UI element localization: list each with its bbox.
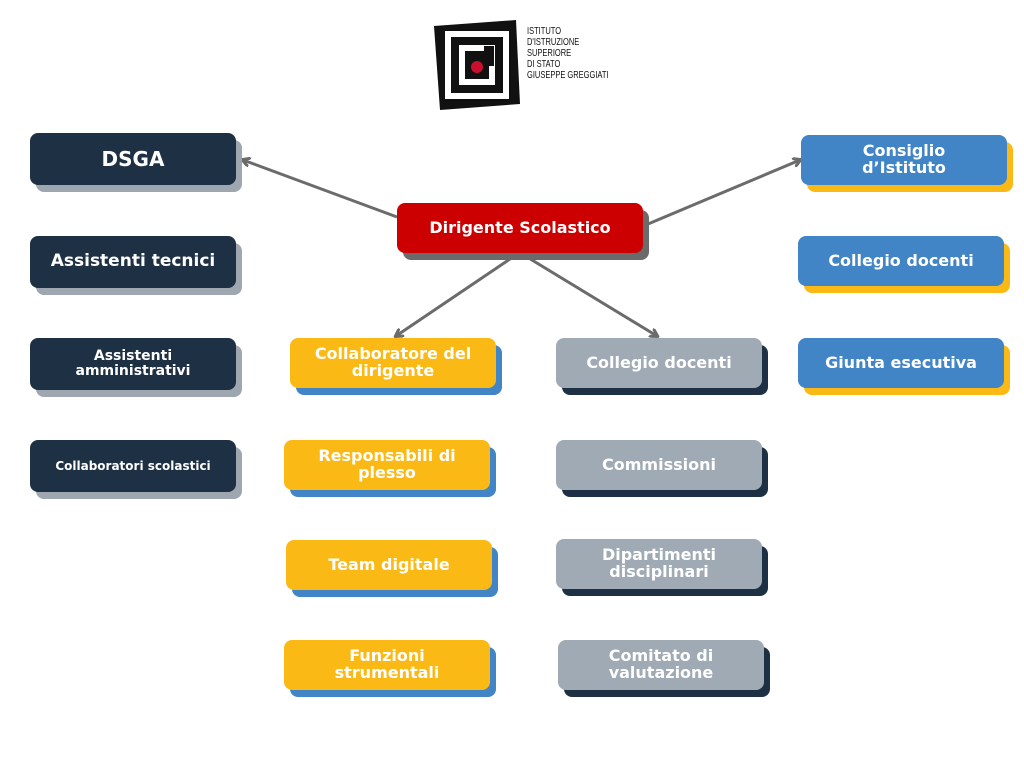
node-giunta-esecutiva: Giunta esecutiva xyxy=(798,338,1010,395)
node-label: DSGA xyxy=(30,133,236,185)
logo-line: GIUSEPPE GREGGIATI xyxy=(527,70,609,81)
node-label: Collaboratori scolastici xyxy=(30,440,236,492)
logo-text: ISTITUTO D'ISTRUZIONE SUPERIORE DI STATO… xyxy=(527,26,609,81)
node-label: Consiglio d’Istituto xyxy=(801,135,1007,185)
node-commissioni: Commissioni xyxy=(556,440,768,497)
node-assistenti-tecnici: Assistenti tecnici xyxy=(30,236,242,295)
node-collaboratori-scolastici: Collaboratori scolastici xyxy=(30,440,242,499)
node-collaboratore-del-dirigente: Collaboratore del dirigente xyxy=(290,338,502,395)
node-label: Comitato di valutazione xyxy=(558,640,764,690)
node-label: Team digitale xyxy=(286,540,492,590)
logo-line: D'ISTRUZIONE xyxy=(527,37,580,48)
node-dipartimenti-disciplinari: Dipartimenti disciplinari xyxy=(556,539,768,596)
node-funzioni-strumentali: Funzioni strumentali xyxy=(284,640,496,697)
node-label: Dipartimenti disciplinari xyxy=(556,539,762,589)
node-comitato-di-valutazione: Comitato di valutazione xyxy=(558,640,770,697)
node-label: Assistenti tecnici xyxy=(30,236,236,288)
node-label: Collaboratore del dirigente xyxy=(290,338,496,388)
node-label: Responsabili di plesso xyxy=(284,440,490,490)
node-consiglio-di-istituto: Consiglio d’Istituto xyxy=(801,135,1013,192)
greggiati-logo-icon xyxy=(434,20,520,110)
node-label: Funzioni strumentali xyxy=(284,640,490,690)
node-label: Assistenti amministrativi xyxy=(30,338,236,390)
arrow-to-dsga xyxy=(243,160,398,219)
school-logo: ISTITUTO D'ISTRUZIONE SUPERIORE DI STATO… xyxy=(432,18,622,113)
logo-line: DI STATO xyxy=(527,59,561,70)
node-team-digitale: Team digitale xyxy=(286,540,498,597)
node-label: Commissioni xyxy=(556,440,762,490)
node-label: Collegio docenti xyxy=(556,338,762,388)
logo-line: SUPERIORE xyxy=(527,48,572,59)
node-dsga: DSGA xyxy=(30,133,242,192)
logo-line: ISTITUTO xyxy=(527,26,562,37)
node-collegio-docenti-center: Collegio docenti xyxy=(556,338,768,395)
node-label: Giunta esecutiva xyxy=(798,338,1004,388)
node-collegio-docenti-right: Collegio docenti xyxy=(798,236,1010,293)
arrow-to-collegio xyxy=(526,255,657,336)
arrow-to-collaboratore xyxy=(396,255,514,336)
node-label: Dirigente Scolastico xyxy=(397,203,643,253)
arrow-to-consiglio xyxy=(647,160,800,226)
node-responsabili-di-plesso: Responsabili di plesso xyxy=(284,440,496,497)
node-dirigente-scolastico: Dirigente Scolastico xyxy=(397,203,649,260)
node-assistenti-amministrativi: Assistenti amministrativi xyxy=(30,338,242,397)
node-label: Collegio docenti xyxy=(798,236,1004,286)
